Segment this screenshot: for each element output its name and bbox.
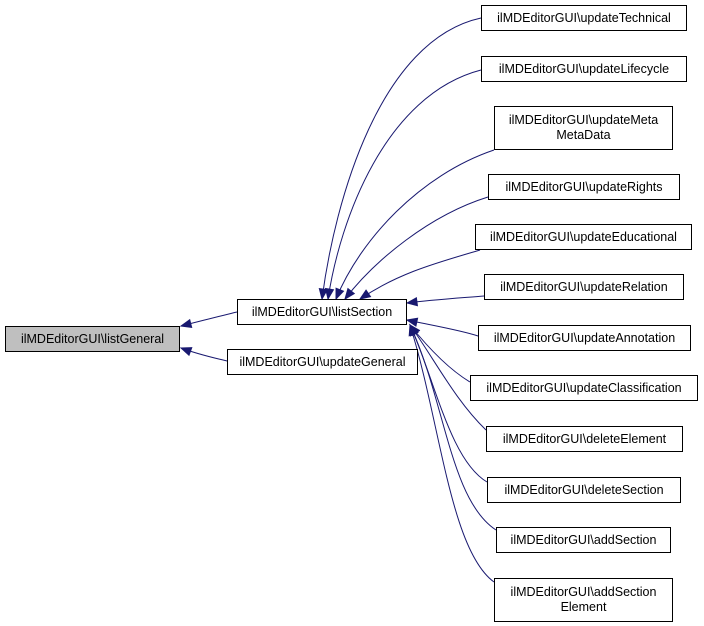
edge-updateclassification-to-listsection (409, 324, 471, 383)
node-add-section-element[interactable]: ilMDEditorGUI\addSection Element (494, 578, 673, 622)
node-list-general: ilMDEditorGUI\listGeneral (5, 326, 180, 352)
edge-deleteelement-to-listsection (409, 324, 487, 431)
node-label-line2: MetaData (556, 128, 611, 142)
node-label: ilMDEditorGUI\updateClassification (486, 380, 682, 395)
node-label: ilMDEditorGUI\updateEducational (490, 229, 677, 244)
node-label: ilMDEditorGUI\updateRelation (500, 279, 668, 294)
node-add-section[interactable]: ilMDEditorGUI\addSection (496, 527, 671, 553)
edge-updaterelation-to-listsection (406, 295, 485, 304)
edge-addsection-to-listsection (409, 324, 497, 531)
edge-updatemetametadata-to-listsection (335, 149, 495, 300)
node-label: ilMDEditorGUI\addSection (510, 532, 657, 547)
node-label-line2: Element (560, 600, 607, 614)
edge-updateeducational-to-listsection-arrowhead (358, 289, 372, 300)
edge-deletesection-to-listsection (409, 324, 488, 483)
edge-updaterelation-to-listsection-arrowhead (405, 296, 419, 307)
node-label: ilMDEditorGUI\listSection (251, 304, 393, 319)
node-update-relation[interactable]: ilMDEditorGUI\updateRelation (484, 274, 684, 300)
edge-updategeneral-to-listgeneral-arrowhead (179, 347, 193, 357)
node-update-general[interactable]: ilMDEditorGUI\updateGeneral (227, 349, 418, 375)
node-update-rights[interactable]: ilMDEditorGUI\updateRights (488, 174, 680, 200)
node-label-line1: ilMDEditorGUI\addSection (510, 585, 657, 599)
edges (179, 17, 497, 583)
node-label-line1: ilMDEditorGUI\updateMeta (508, 113, 659, 127)
node-label: ilMDEditorGUI\updateAnnotation (493, 330, 676, 345)
node-label: ilMDEditorGUI\updateRights (505, 179, 663, 194)
node-update-educational[interactable]: ilMDEditorGUI\updateEducational (475, 224, 692, 250)
node-delete-section[interactable]: ilMDEditorGUI\deleteSection (487, 477, 681, 503)
node-label: ilMDEditorGUI\updateTechnical (497, 10, 671, 25)
node-list-section[interactable]: ilMDEditorGUI\listSection (237, 299, 407, 325)
edge-addsectionelement-to-listsection (409, 324, 495, 583)
node-label: ilMDEditorGUI\listGeneral (20, 331, 165, 346)
edge-updateeducational-to-listsection (359, 249, 481, 300)
node-label: ilMDEditorGUI\updateGeneral (239, 354, 406, 369)
node-update-lifecycle[interactable]: ilMDEditorGUI\updateLifecycle (481, 56, 687, 82)
node-label: ilMDEditorGUI\deleteSection (504, 482, 664, 497)
edge-updatelifecycle-to-listsection (327, 69, 482, 300)
edge-updatemetametadata-to-listsection-arrowhead (335, 287, 345, 301)
node-update-classification[interactable]: ilMDEditorGUI\updateClassification (470, 375, 698, 401)
edge-listsection-to-listgeneral-arrowhead (179, 318, 193, 329)
edge-updaterights-to-listsection-arrowhead (344, 287, 356, 301)
edge-updatelifecycle-to-listsection-arrowhead (324, 287, 335, 301)
node-update-technical[interactable]: ilMDEditorGUI\updateTechnical (481, 5, 687, 31)
edge-updateannotation-to-listsection-arrowhead (405, 317, 419, 327)
edge-updaterights-to-listsection (344, 196, 489, 300)
node-update-meta-metadata[interactable]: ilMDEditorGUI\updateMeta MetaData (494, 106, 673, 150)
node-delete-element[interactable]: ilMDEditorGUI\deleteElement (486, 426, 683, 452)
edge-updatetechnical-to-listsection-arrowhead (318, 287, 329, 301)
edge-updatetechnical-to-listsection (321, 17, 482, 300)
node-update-annotation[interactable]: ilMDEditorGUI\updateAnnotation (478, 325, 691, 351)
node-label: ilMDEditorGUI\deleteElement (502, 431, 667, 446)
node-label: ilMDEditorGUI\updateLifecycle (498, 61, 670, 76)
edge-addsectionelement-to-listsection-arrowhead (408, 323, 418, 337)
